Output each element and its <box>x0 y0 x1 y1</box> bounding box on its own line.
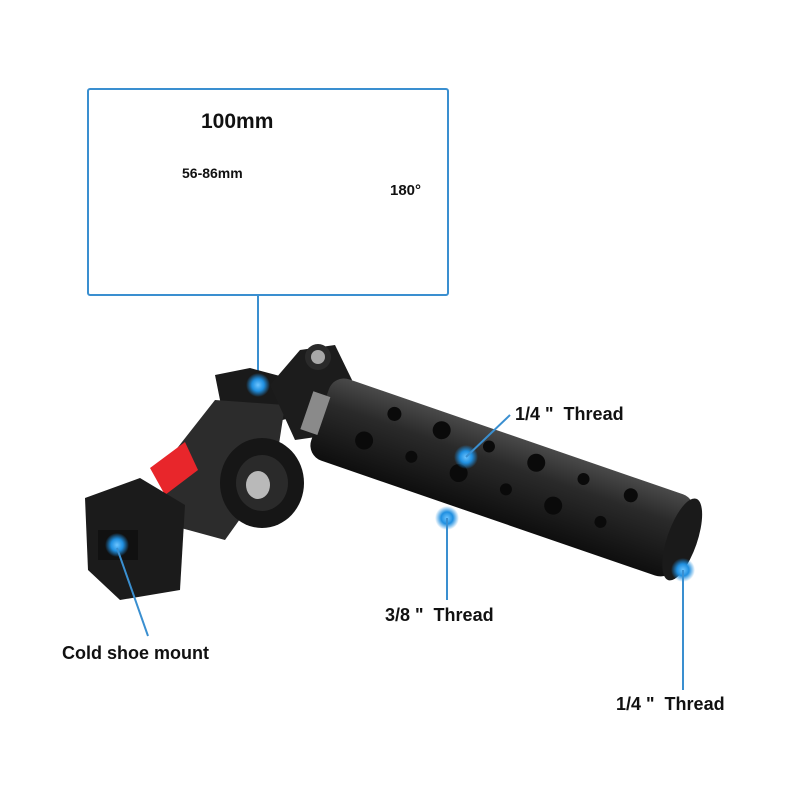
thread-top-label: 1/4 " Thread <box>515 404 624 424</box>
highlight-cold-shoe <box>105 533 129 557</box>
thread-end-label: 1/4 " Thread <box>616 694 725 714</box>
leader-cold-shoe <box>116 547 149 637</box>
highlight-clamp <box>246 373 270 397</box>
rotation-label: 180° <box>390 182 422 199</box>
cheese-handle <box>300 378 703 581</box>
cold-shoe-label: Cold shoe mount <box>62 643 209 663</box>
width-dimension-label: 100mm <box>201 110 274 133</box>
inset-frame <box>87 88 449 296</box>
thread-middle-label: 3/8 " Thread <box>385 605 494 625</box>
main-clamp <box>85 344 352 600</box>
leader-thread-top <box>465 414 511 458</box>
clamp-range-label: 56-86mm <box>182 165 243 181</box>
